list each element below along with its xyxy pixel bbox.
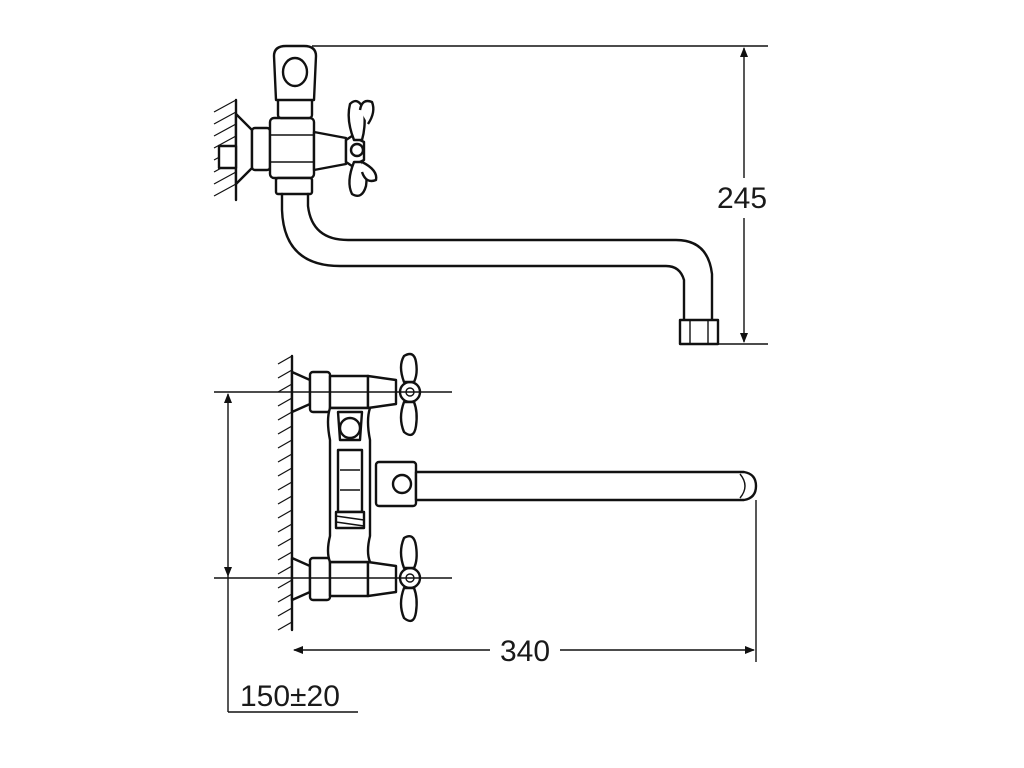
side-view: 245 <box>213 44 768 346</box>
height-dimension: 245 <box>312 45 768 345</box>
length-dimension-label: 340 <box>500 635 550 668</box>
top-view-lower-inlet <box>290 535 422 623</box>
top-view-diverter <box>334 410 366 530</box>
side-view-body <box>268 116 316 180</box>
top-view-wall <box>277 354 294 632</box>
top-view-spout <box>414 470 758 502</box>
centers-dimension-label: 150±20 <box>240 680 340 713</box>
side-view-eccentric-nut <box>250 126 272 172</box>
side-view-spout <box>280 192 686 322</box>
side-view-diverter-hole <box>281 56 309 88</box>
centers-dimension: 150±20 <box>224 393 358 713</box>
side-view-bonnet <box>312 130 348 172</box>
side-view-cross-handle <box>344 99 378 197</box>
side-view-spout-nut <box>274 176 314 196</box>
top-view: 150±20 340 <box>214 352 758 713</box>
side-view-flange <box>234 112 254 186</box>
length-dimension: 340 <box>293 500 757 668</box>
height-dimension-label: 245 <box>717 182 767 215</box>
side-view-aerator <box>678 318 720 346</box>
side-view-wall-nut <box>217 144 238 170</box>
